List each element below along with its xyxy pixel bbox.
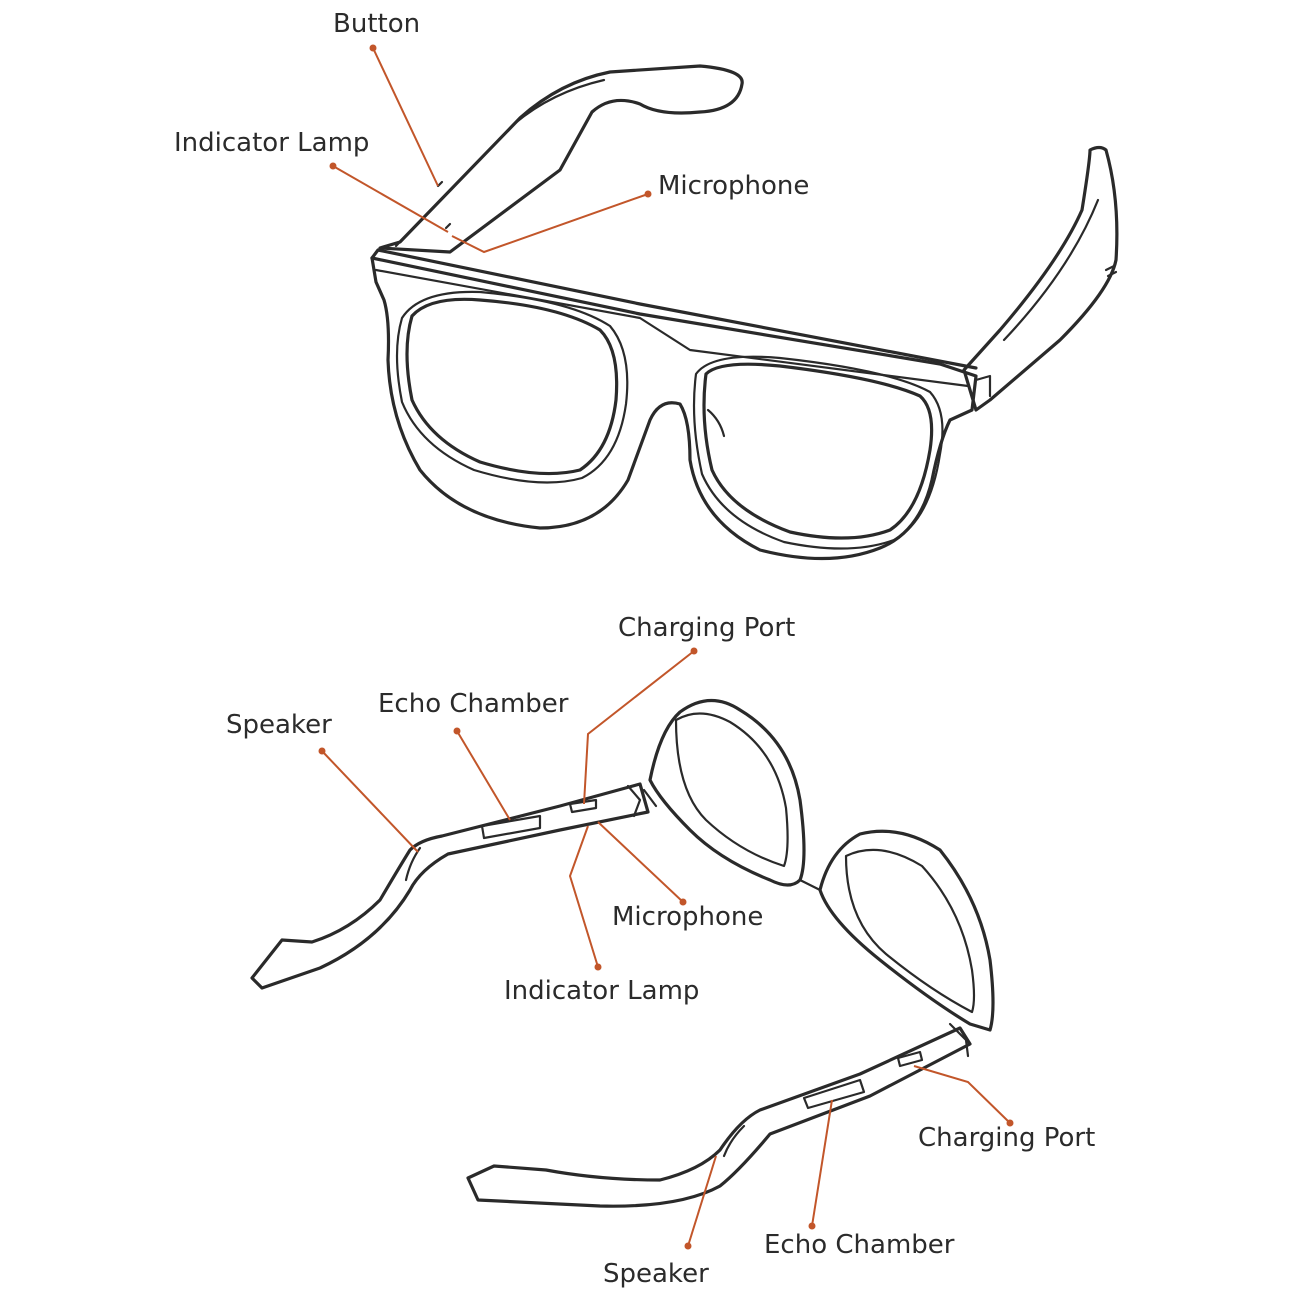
echo-chamber-left-label: Echo Chamber [378,689,569,719]
bottom-far-lens-frame [648,698,806,887]
bottom-right-temple [466,1026,972,1208]
bottom-glasses-drawing [250,698,995,1208]
echo-chamber-right-label: Echo Chamber [764,1230,955,1260]
speaker-right-label: Speaker [603,1259,709,1289]
top-microphone-label: Microphone [658,171,809,201]
top-left-lens [405,297,619,476]
bottom-near-lens-frame [818,829,995,1032]
top-right-temple [962,145,1119,412]
bottom-microphone-leader-line [597,821,684,903]
echo-chamber-left-leader-line [456,730,511,821]
top-front-frame [370,256,978,561]
bottom-left-temple [250,782,650,990]
labels: Button Indicator Lamp Microphone Chargin… [174,9,1095,1289]
charging-port-right-leader-line [913,1065,1011,1124]
top-glasses-drawing [370,64,1119,561]
top-indicator-lamp-leader-line [332,165,449,233]
bottom-indicator-lamp-leader-line [568,825,599,968]
button-leader-line [372,47,439,187]
top-indicator-lamp-label: Indicator Lamp [174,128,369,158]
speaker-right-leader-line [687,1155,717,1247]
echo-chamber-right-leader-line [811,1099,833,1227]
speaker-left-leader-line [321,750,419,853]
top-right-lens [702,362,934,540]
bottom-indicator-lamp-label: Indicator Lamp [504,976,699,1006]
charging-port-right-label: Charging Port [918,1123,1095,1153]
leader-lines [318,44,1014,1250]
charging-port-left-leader-line [583,650,695,805]
top-microphone-leader-line [451,193,649,254]
top-left-temple [378,64,744,254]
speaker-left-label: Speaker [226,710,332,740]
charging-port-left-label: Charging Port [618,613,795,643]
bottom-microphone-label: Microphone [612,902,763,932]
button-label: Button [333,9,420,39]
